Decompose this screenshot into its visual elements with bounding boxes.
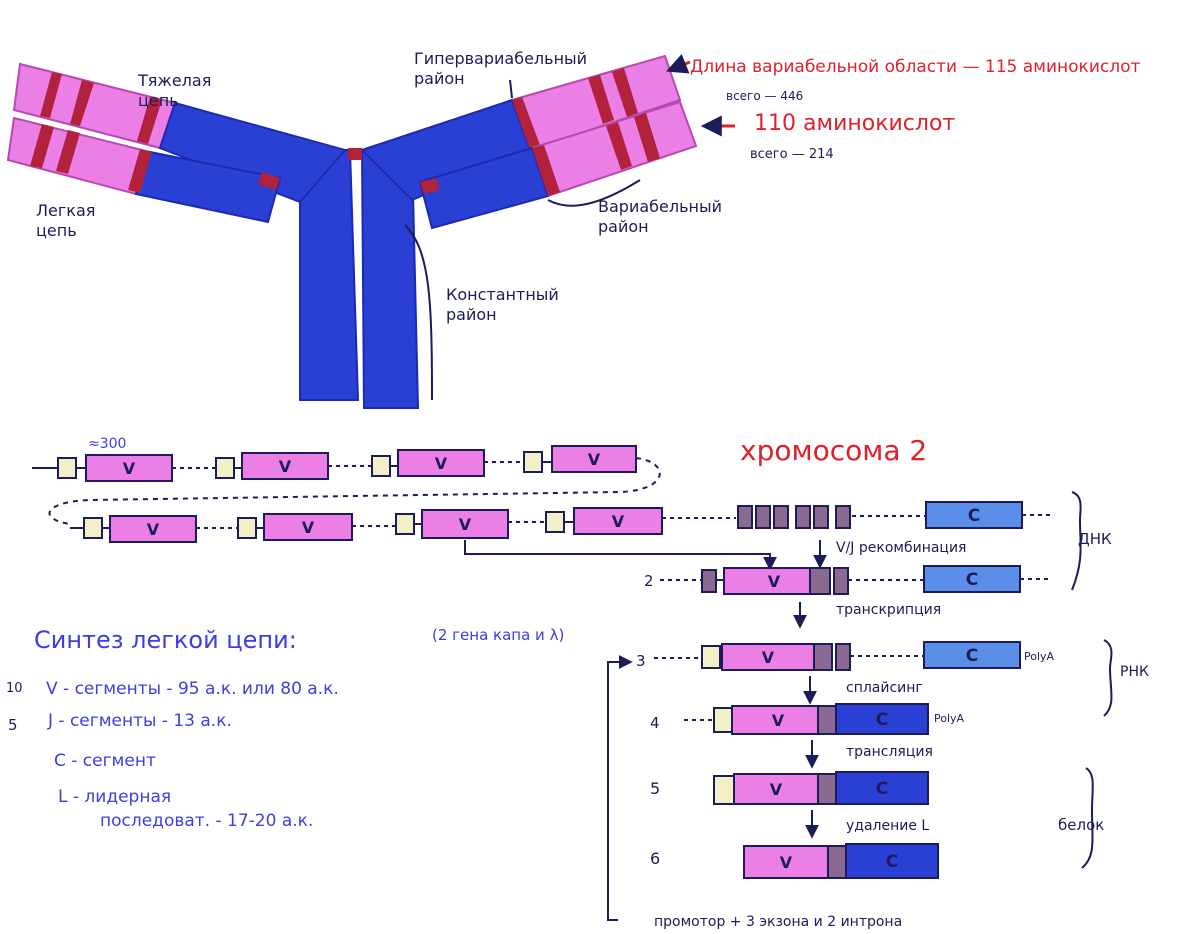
dna-label: ДНК bbox=[1078, 530, 1112, 548]
promoter-note: промотор + 3 экзона и 2 интрона bbox=[654, 914, 902, 930]
recombination-arrow bbox=[465, 540, 770, 568]
v-segment-label: V bbox=[768, 572, 781, 591]
step-number: 3 bbox=[636, 652, 646, 670]
polya-label: PolyA bbox=[934, 712, 965, 725]
recombination-label: V/J рекомбинация bbox=[836, 540, 966, 556]
v-segment-label: V bbox=[147, 520, 160, 539]
v-segment-label: V bbox=[780, 853, 793, 872]
removal-label: удаление L bbox=[846, 818, 929, 834]
l-segment bbox=[84, 518, 102, 538]
synthesis-title: Синтез легкой цепи: bbox=[34, 626, 297, 654]
v-segment-label: V bbox=[123, 459, 136, 478]
step-4-row: 4 V C PolyA bbox=[650, 704, 965, 734]
c-segment-label: C bbox=[876, 779, 888, 799]
v-segment-label: V bbox=[459, 515, 472, 534]
splicing-label: сплайсинг bbox=[846, 680, 923, 696]
synthesis-notes: Синтез легкой цепи: (2 гена капа и λ) 10… bbox=[6, 626, 564, 831]
l-leader-note: L - лидерная bbox=[58, 787, 171, 807]
v-segment-label: V bbox=[770, 780, 783, 799]
c-segment-label: C bbox=[886, 852, 898, 872]
v-segment-label: V bbox=[302, 518, 315, 537]
transcription-label: транскрипция bbox=[836, 602, 941, 618]
v-segment-label: V bbox=[772, 711, 785, 730]
segment-count: ≈300 bbox=[88, 436, 126, 452]
translation-label: трансляция bbox=[846, 744, 933, 760]
c-segment-label: C bbox=[966, 646, 978, 666]
l-leader-note-2: последоват. - 17-20 а.к. bbox=[100, 811, 313, 831]
c-segment-label: C bbox=[876, 710, 888, 730]
light-variable-label: 110 аминокислот bbox=[754, 111, 955, 136]
l-segment bbox=[546, 512, 564, 532]
hinge-disulfide bbox=[348, 148, 362, 160]
step-2-row: 2 V C bbox=[644, 566, 1050, 594]
v-segment-label: V bbox=[588, 450, 601, 469]
j-segments-note: J - сегменты - 13 а.к. bbox=[47, 711, 232, 731]
protein-label: белок bbox=[1058, 816, 1104, 834]
l-segment bbox=[58, 458, 76, 478]
v-segment-label: V bbox=[279, 457, 292, 476]
c-segment-label: C bbox=[966, 570, 978, 590]
variable-length-label: Длина вариабельной области — 115 аминоки… bbox=[690, 57, 1140, 77]
step-number: 6 bbox=[650, 849, 660, 868]
total-heavy-label: всего — 446 bbox=[726, 89, 803, 103]
promoter-bracket bbox=[608, 662, 630, 920]
chromosome-title: хромосома 2 bbox=[740, 434, 927, 467]
red-arrow-heavy bbox=[670, 62, 690, 70]
margin-number: 10 bbox=[6, 681, 23, 696]
dna-row-2: V V V V C bbox=[70, 502, 1052, 542]
rna-bracket bbox=[1104, 640, 1112, 716]
total-light-label: всего — 214 bbox=[750, 147, 834, 162]
synthesis-genes: (2 гена капа и λ) bbox=[432, 626, 564, 644]
dna-row-1: ≈300 V V V V bbox=[32, 436, 660, 524]
step-5-row: 5 V C bbox=[650, 772, 928, 804]
v-segment-label: V bbox=[612, 512, 625, 531]
rna-label: РНК bbox=[1120, 664, 1149, 680]
step-number: 4 bbox=[650, 714, 660, 732]
step-number: 5 bbox=[650, 779, 660, 798]
margin-number: 5 bbox=[8, 716, 18, 734]
polya-label: PolyA bbox=[1024, 650, 1055, 663]
l-segment bbox=[372, 456, 390, 476]
j-segments-cluster bbox=[738, 506, 850, 528]
c-segment-note: C - сегмент bbox=[54, 751, 156, 771]
v-segments-note: V - сегменты - 95 а.к. или 80 а.к. bbox=[46, 679, 339, 699]
l-segment bbox=[396, 514, 414, 534]
c-segment-label: C bbox=[968, 506, 980, 526]
v-segment-label: V bbox=[762, 648, 775, 667]
l-segment bbox=[216, 458, 234, 478]
v-segment-label: V bbox=[435, 454, 448, 473]
l-segment bbox=[238, 518, 256, 538]
step-number: 2 bbox=[644, 572, 654, 590]
step-6-row: 6 V C bbox=[650, 844, 938, 878]
l-segment bbox=[524, 452, 542, 472]
hypervariable-pointer bbox=[510, 80, 512, 98]
